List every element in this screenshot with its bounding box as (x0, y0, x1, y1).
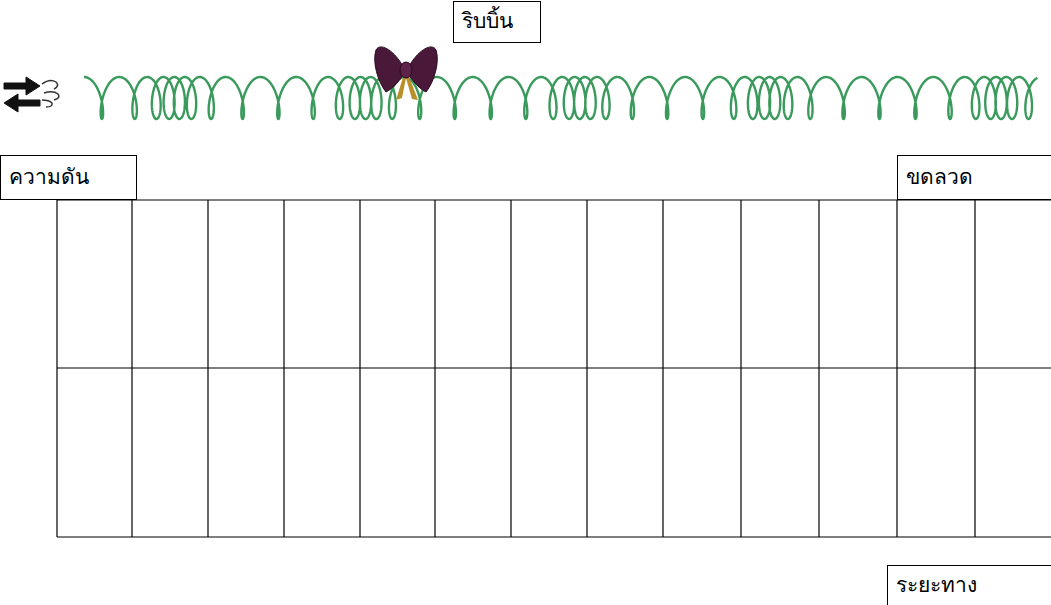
label-box: ริบบิ้น (453, 1, 541, 43)
spring-coil (84, 77, 1037, 119)
pressure-arrows (4, 77, 59, 112)
box-label: ริบบิ้น (454, 9, 521, 34)
label-box: ขดลวด (897, 155, 1051, 200)
coil-path (84, 77, 1037, 119)
box-label: ระยะทาง (888, 573, 985, 598)
ribbon-bow (375, 47, 438, 100)
grid-lines (57, 200, 1051, 537)
push-arrow (4, 77, 40, 95)
hand-sketch (42, 80, 59, 107)
box-label: ความดัน (1, 165, 97, 190)
bow-knot (400, 62, 412, 78)
label-box: ความดัน (0, 155, 137, 200)
label-box: ระยะทาง (887, 565, 1051, 605)
box-label: ขดลวด (898, 165, 981, 190)
pull-arrow (4, 94, 40, 112)
